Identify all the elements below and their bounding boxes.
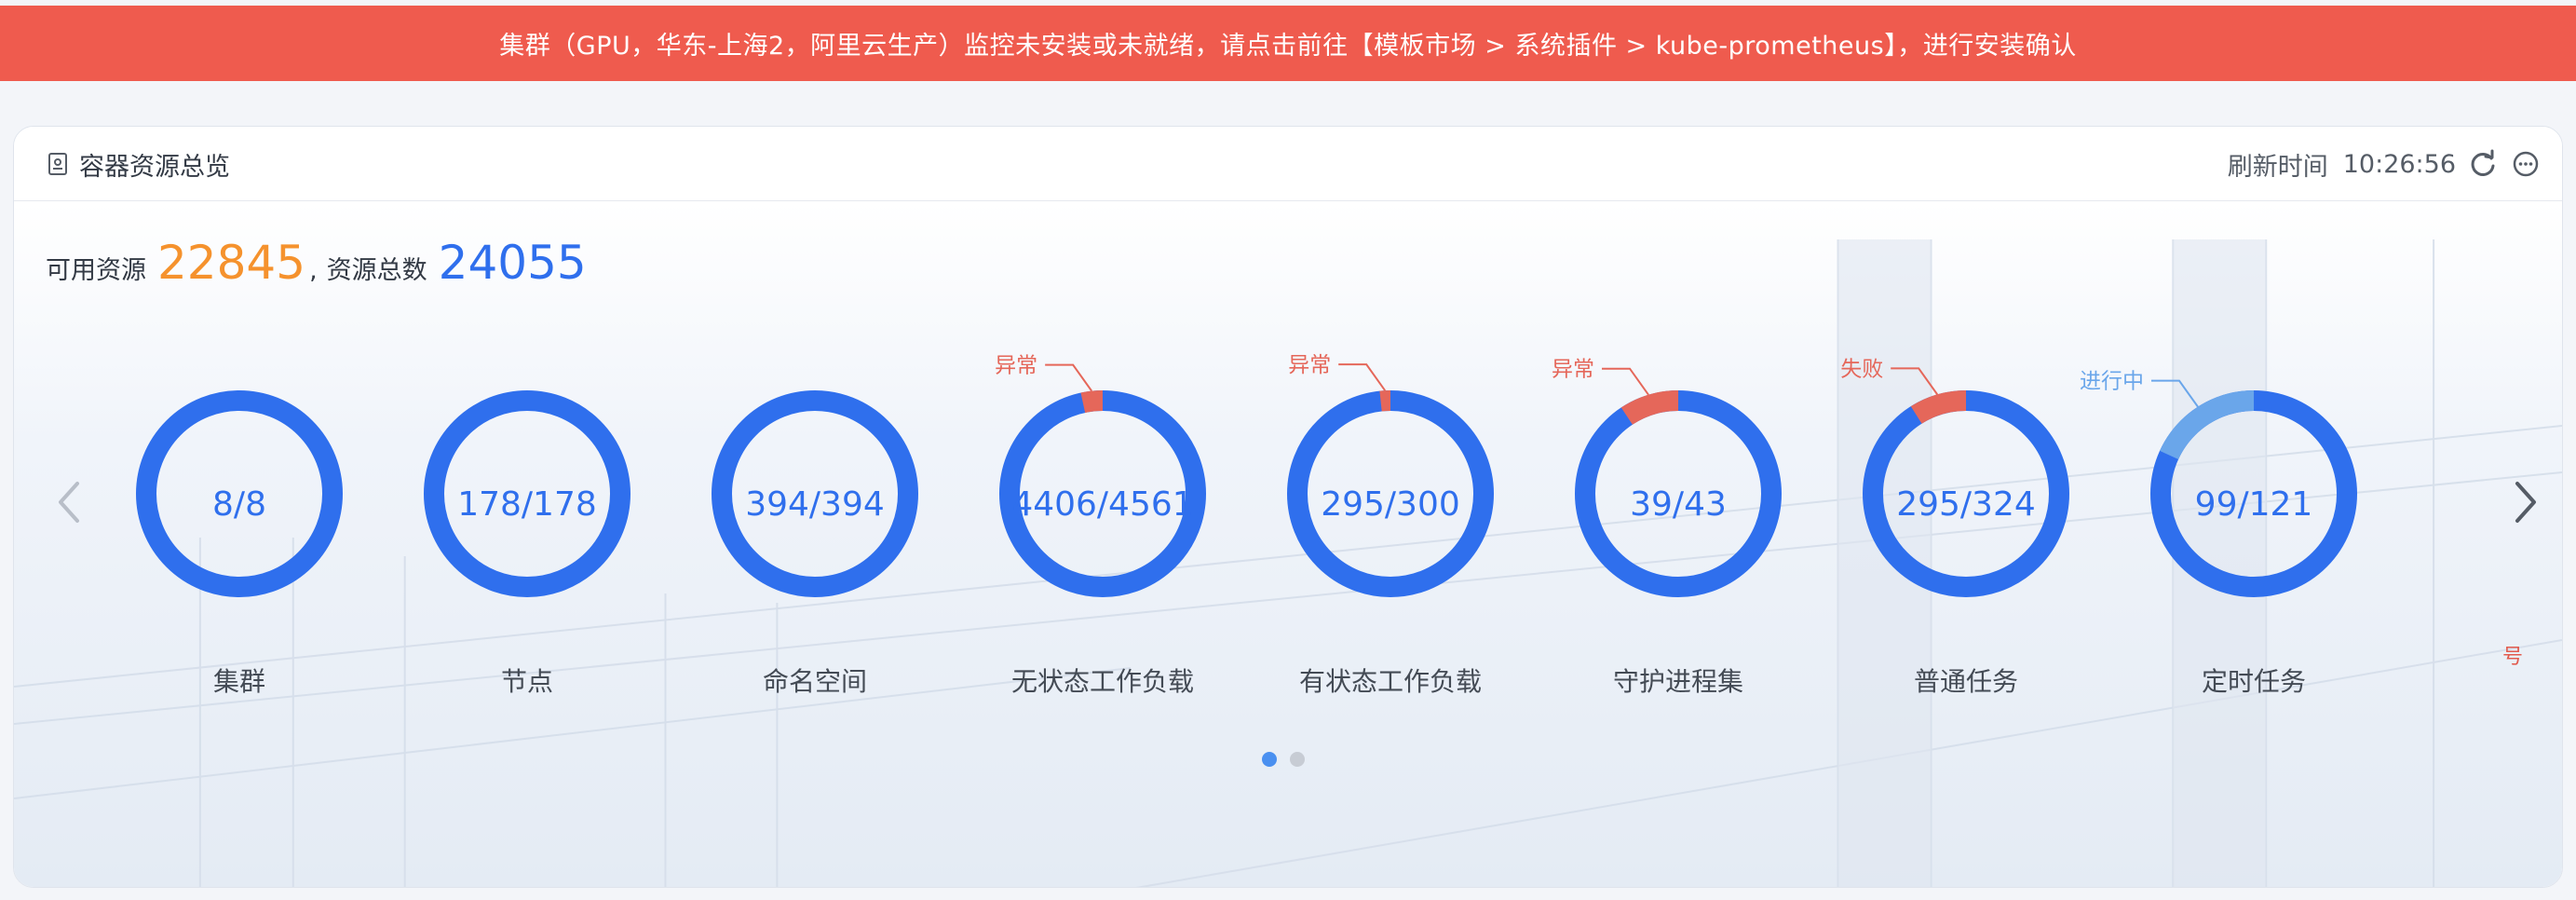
ring-value-stateless: 4406/4561 bbox=[1011, 485, 1194, 524]
alert-text[interactable]: 集群（GPU，华东-上海2，阿里云生产）监控未安装或未就绪，请点击前往【模板市场… bbox=[499, 32, 2077, 61]
refresh-time: 10:26:56 bbox=[2342, 149, 2456, 179]
ring-label-node: 节点 bbox=[500, 666, 553, 697]
ring-cronjob-status-label: 进行中 bbox=[2080, 370, 2144, 394]
card-title-wrap: 容器资源总览 bbox=[46, 127, 230, 201]
carousel-dots bbox=[1262, 752, 1305, 767]
ring-item-job[interactable]: 295/324 普通任务 bbox=[1826, 202, 2106, 887]
ring-label-stateless: 无状态工作负载 bbox=[1010, 666, 1194, 697]
ring-item-node[interactable]: 178/178 节点 bbox=[387, 202, 667, 887]
ring-value-job: 295/324 bbox=[1896, 485, 2036, 524]
edge-glyph: 号 bbox=[2502, 646, 2524, 669]
card-header: 容器资源总览 刷新时间 10:26:56 bbox=[14, 127, 2562, 201]
summary-separator: , bbox=[309, 256, 318, 285]
ring-value-stateful: 295/300 bbox=[1321, 485, 1460, 524]
ring-stateful bbox=[1287, 390, 1494, 597]
ring-label-namespace: 命名空间 bbox=[762, 666, 867, 697]
carousel-dot-2[interactable] bbox=[1290, 752, 1305, 767]
ring-stateless-status-label: 异常 bbox=[995, 354, 1037, 378]
ring-label-job: 普通任务 bbox=[1913, 666, 2018, 697]
ring-label-cluster: 集群 bbox=[212, 666, 265, 697]
ring-stateless bbox=[999, 390, 1206, 597]
card-body: 可用资源 22845 , 资源总数 24055 异常 异常 异常 失败进行中 8/8 集… bbox=[14, 202, 2562, 887]
available-value: 22845 bbox=[157, 236, 306, 290]
ring-node bbox=[424, 390, 630, 597]
carousel-dot-1[interactable] bbox=[1262, 752, 1277, 767]
more-icon[interactable] bbox=[2510, 148, 2542, 180]
ring-value-cronjob: 99/121 bbox=[2194, 485, 2313, 524]
ring-item-cluster[interactable]: 8/8 集群 bbox=[100, 202, 379, 887]
ring-stateful-leader-line bbox=[1338, 363, 1387, 391]
ring-daemonset-status-label: 异常 bbox=[1552, 358, 1594, 382]
ring-label-stateful: 有状态工作负载 bbox=[1298, 666, 1482, 697]
ring-daemonset-leader-line bbox=[1602, 367, 1649, 396]
ring-daemonset-status-segment[interactable] bbox=[1549, 364, 1807, 622]
ring-cronjob-status-segment[interactable] bbox=[2130, 370, 2377, 617]
total-value: 24055 bbox=[438, 236, 587, 290]
ring-item-namespace[interactable]: 394/394 命名空间 bbox=[675, 202, 955, 887]
ring-item-cronjob[interactable]: 99/121 定时任务 bbox=[2114, 202, 2393, 887]
ring-cronjob-leader-line bbox=[2150, 379, 2199, 408]
ring-stateful-status-label: 异常 bbox=[1288, 353, 1331, 377]
total-label: 资源总数 bbox=[326, 256, 427, 285]
available-label: 可用资源 bbox=[46, 256, 146, 285]
ring-job-leader-line bbox=[1891, 367, 1939, 395]
ring-job-status-label: 失败 bbox=[1840, 357, 1883, 381]
ring-value-node: 178/178 bbox=[457, 485, 597, 524]
ring-item-daemonset[interactable]: 39/43 守护进程集 bbox=[1539, 202, 1818, 887]
ring-item-stateless[interactable]: 4406/4561 无状态工作负载 bbox=[963, 202, 1242, 887]
resource-overview-card: 容器资源总览 刷新时间 10:26:56 bbox=[13, 126, 2563, 888]
chevron-left-icon[interactable] bbox=[51, 474, 88, 530]
ring-value-namespace: 394/394 bbox=[745, 485, 885, 524]
resource-summary: 可用资源 22845 , 资源总数 24055 bbox=[46, 236, 587, 301]
ring-value-daemonset: 39/43 bbox=[1630, 485, 1727, 524]
ring-label-cronjob: 定时任务 bbox=[2201, 666, 2306, 697]
chevron-right-icon[interactable] bbox=[2506, 474, 2543, 530]
ring-cluster bbox=[136, 390, 343, 597]
ring-namespace bbox=[712, 390, 918, 597]
ring-value-cluster: 8/8 bbox=[212, 485, 266, 524]
document-icon bbox=[48, 153, 67, 175]
card-title: 容器资源总览 bbox=[79, 152, 230, 182]
refresh-icon[interactable] bbox=[2467, 148, 2499, 180]
header-right: 刷新时间 10:26:56 bbox=[2228, 127, 2542, 201]
ring-label-daemonset: 守护进程集 bbox=[1612, 666, 1743, 697]
refresh-label: 刷新时间 bbox=[2227, 152, 2328, 182]
ring-stateless-leader-line bbox=[1045, 363, 1092, 392]
ring-item-stateful[interactable]: 295/300 有状态工作负载 bbox=[1251, 202, 1530, 887]
monitor-alert-banner[interactable]: 集群（GPU，华东-上海2，阿里云生产）监控未安装或未就绪，请点击前往【模板市场… bbox=[0, 6, 2576, 81]
